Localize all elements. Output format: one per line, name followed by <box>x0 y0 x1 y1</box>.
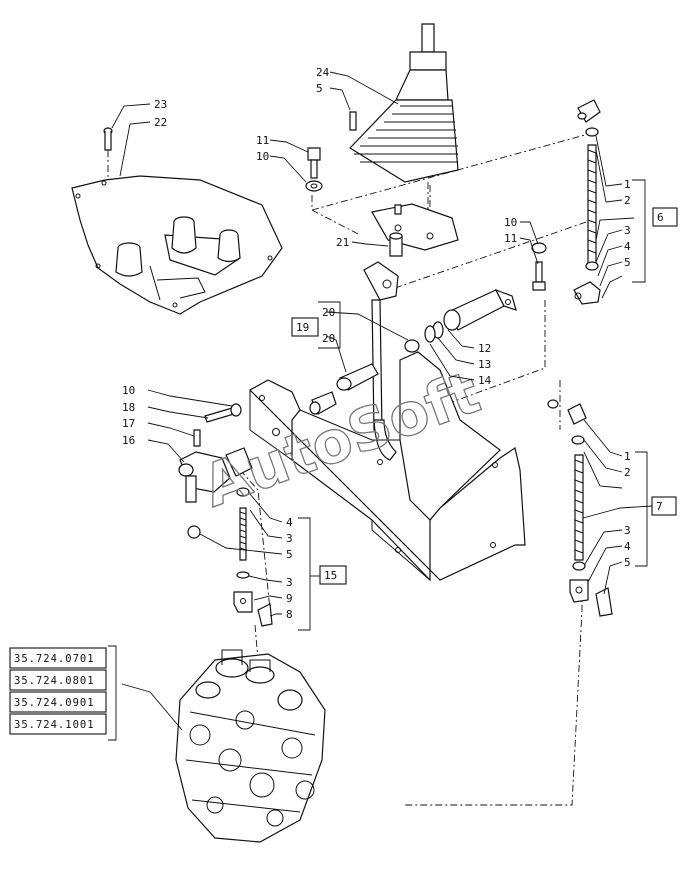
washer-20 <box>404 339 420 353</box>
callout-20-lower: 20 <box>322 332 335 345</box>
rod-15 <box>233 507 273 627</box>
screw-11-washer-10-right <box>531 242 547 291</box>
callout-15: 15 <box>324 569 337 582</box>
pin-17 <box>193 429 201 447</box>
screw-23 <box>103 127 113 178</box>
callout-3-top: 3 <box>624 224 631 237</box>
callout-24: 24 <box>316 66 330 79</box>
callout-9: 9 <box>286 592 293 605</box>
callout-23: 23 <box>154 98 167 111</box>
callout-11-left: 11 <box>256 134 269 147</box>
callout-2-bottom: 2 <box>624 466 631 479</box>
callout-2-top: 2 <box>624 194 631 207</box>
callout-8: 8 <box>286 608 293 621</box>
callout-3-lower: 3 <box>286 576 293 589</box>
screw-18 <box>204 403 242 423</box>
callout-labels: 23 22 24 5 11 10 21 10 11 1 2 3 4 5 6 20… <box>122 66 664 621</box>
nut-5-left <box>187 525 201 539</box>
callout-4-top: 4 <box>624 240 631 253</box>
screw-5-boot <box>349 111 357 131</box>
callout-5-bottom: 5 <box>624 556 631 569</box>
callout-19: 19 <box>296 321 309 334</box>
callout-17: 17 <box>122 417 135 430</box>
callout-4-left: 4 <box>286 516 293 529</box>
callout-20-upper: 20 <box>322 306 335 319</box>
lever-bracket <box>371 203 459 251</box>
valve-block <box>175 649 326 843</box>
callout-6: 6 <box>657 211 664 224</box>
reference-code: 35.724.1001 <box>14 719 95 731</box>
joint-4 <box>236 487 250 497</box>
rod-assembly-6 <box>573 99 601 305</box>
callout-10-left: 10 <box>256 150 269 163</box>
callout-10-bracket: 10 <box>122 384 135 397</box>
screw-11-washer-10 <box>305 147 323 192</box>
joystick-boot <box>349 23 459 215</box>
callout-5-top: 5 <box>624 256 631 269</box>
callout-16: 16 <box>122 434 135 447</box>
bracket-pin <box>309 391 337 415</box>
reference-box <box>9 713 107 735</box>
rod-assembly-7 <box>547 399 613 617</box>
reference-box <box>9 669 107 691</box>
pin-20 <box>336 363 379 391</box>
callout-13: 13 <box>478 358 491 371</box>
callout-10-right: 10 <box>504 216 517 229</box>
control-housing <box>249 351 526 582</box>
lever-16 <box>178 447 253 503</box>
reference-table: 35.724.0701 35.724.0801 35.724.0901 35.7… <box>9 647 107 735</box>
reference-code: 35.724.0901 <box>14 697 95 709</box>
callout-21: 21 <box>336 236 349 249</box>
callout-11-right: 11 <box>504 232 517 245</box>
console-plate <box>71 175 283 315</box>
callout-1-top: 1 <box>624 178 631 191</box>
shaft-12 <box>424 288 517 343</box>
callout-22: 22 <box>154 116 167 129</box>
ball-joint-21 <box>389 232 403 257</box>
group-brackets <box>298 179 648 631</box>
callout-4-bottom: 4 <box>624 540 631 553</box>
reference-code: 35.724.0801 <box>14 675 95 687</box>
callout-12: 12 <box>478 342 491 355</box>
leader-lines <box>108 71 653 741</box>
callout-18: 18 <box>122 401 135 414</box>
callout-box-6 <box>652 207 678 227</box>
callout-5-left: 5 <box>286 548 293 561</box>
callout-3-bottom: 3 <box>624 524 631 537</box>
callout-7: 7 <box>656 500 663 513</box>
reference-box <box>9 647 107 669</box>
callout-1-bottom: 1 <box>624 450 631 463</box>
callout-5-boot: 5 <box>316 82 323 95</box>
callout-box-19 <box>291 317 319 337</box>
reference-code: 35.724.0701 <box>14 653 95 665</box>
callout-3-left: 3 <box>286 532 293 545</box>
callout-box-7 <box>651 496 677 516</box>
reference-box <box>9 691 107 713</box>
callout-box-15 <box>319 565 347 585</box>
callout-14: 14 <box>478 374 492 387</box>
